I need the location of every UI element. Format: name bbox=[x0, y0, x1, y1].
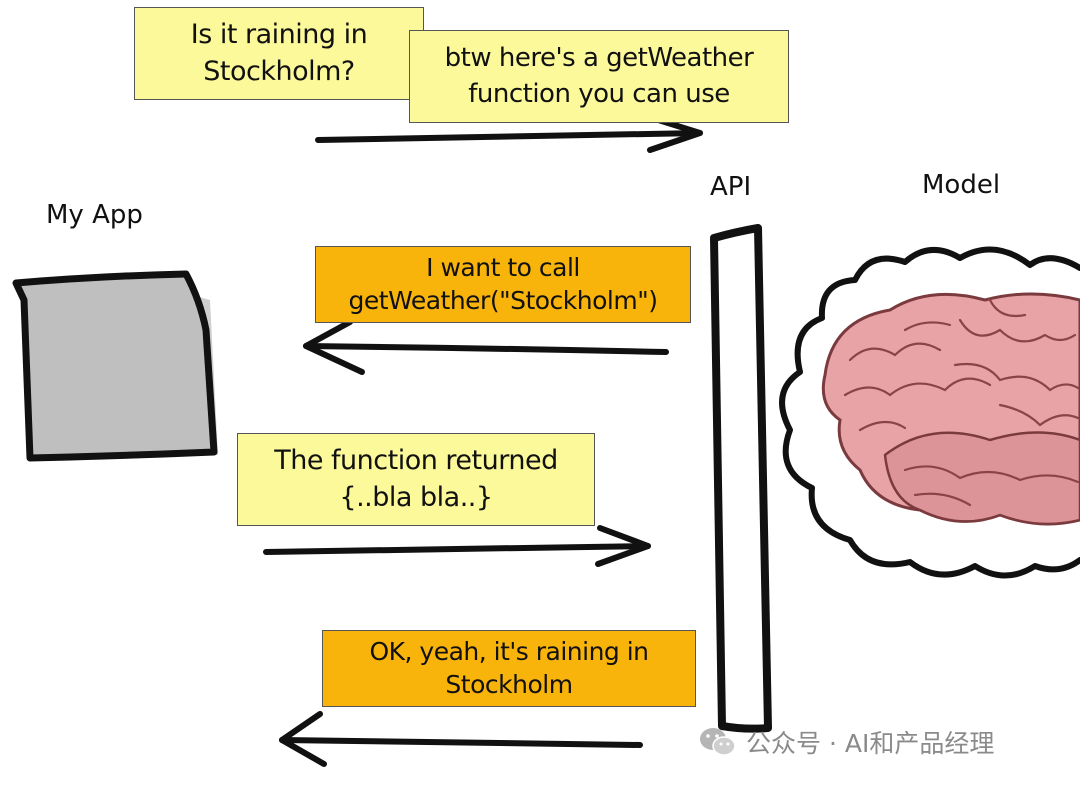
model-label: Model bbox=[922, 170, 1001, 200]
message-function-call: I want to call getWeather("Stockholm") bbox=[315, 246, 691, 323]
message-line: Stockholm bbox=[445, 669, 573, 699]
message-line: {..bla bla..} bbox=[339, 481, 493, 513]
arrow-request-right bbox=[315, 115, 703, 153]
message-user-question: Is it raining in Stockholm? bbox=[134, 7, 424, 100]
message-line: getWeather("Stockholm") bbox=[348, 285, 658, 315]
message-line: The function returned bbox=[274, 445, 558, 477]
arrow-call-left bbox=[303, 319, 669, 375]
watermark: 公众号 · AI和产品经理 bbox=[698, 724, 994, 760]
brain-icon bbox=[821, 292, 1080, 526]
app-box bbox=[12, 270, 218, 462]
arrow-result-right bbox=[263, 525, 651, 567]
wechat-icon bbox=[700, 728, 736, 756]
message-final-answer: OK, yeah, it's raining in Stockholm bbox=[322, 630, 696, 707]
message-line: btw here's a getWeather bbox=[444, 43, 754, 74]
message-line: function you can use bbox=[468, 78, 730, 109]
message-line: Is it raining in bbox=[190, 19, 368, 51]
message-function-offer: btw here's a getWeather function you can… bbox=[409, 30, 789, 123]
watermark-text: 公众号 · AI和产品经理 bbox=[746, 729, 995, 758]
message-line: Stockholm? bbox=[203, 55, 355, 87]
api-bar bbox=[710, 224, 772, 733]
message-line: OK, yeah, it's raining in bbox=[369, 637, 649, 666]
my-app-label: My App bbox=[46, 200, 143, 230]
message-line: I want to call bbox=[426, 253, 580, 282]
api-label: API bbox=[710, 172, 752, 202]
message-function-result: The function returned {..bla bla..} bbox=[237, 433, 595, 526]
arrow-answer-left bbox=[279, 711, 643, 767]
